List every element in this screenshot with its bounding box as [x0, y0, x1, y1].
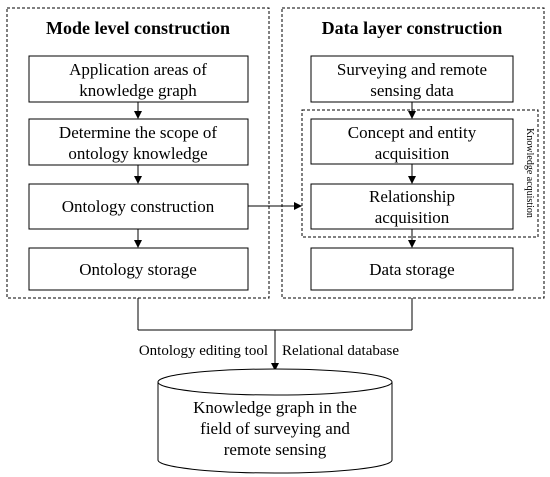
left-box-ontology-construction-line1: Ontology construction [62, 197, 215, 216]
left-box-determine-scope-line2: ontology knowledge [68, 144, 207, 163]
right-box-relationship-line1: Relationship [369, 187, 455, 206]
right-panel-title: Data layer construction [322, 18, 503, 38]
left-box-ontology-storage [28, 247, 249, 291]
storage-line2: field of surveying and [200, 419, 350, 438]
right-box-concept-entity-line2: acquisition [375, 144, 450, 163]
left-box-determine-scope [28, 118, 249, 166]
left-box-application-areas-line1: Application areas of [69, 60, 207, 79]
right-panel-frame [281, 7, 545, 299]
storage-line1: Knowledge graph in the [193, 398, 357, 417]
left-box-application-areas-line2: knowledge graph [79, 81, 197, 100]
right-box-concept-entity-line1: Concept and entity [348, 123, 477, 142]
knowledge-acquisition-group [301, 109, 539, 238]
right-box-surveying-data-line1: Surveying and remote [337, 60, 487, 79]
link-label-ontology-editing-tool: Ontology editing tool [139, 343, 268, 359]
left-box-determine-scope-line1: Determine the scope of [59, 123, 217, 142]
left-box-ontology-storage-line1: Ontology storage [79, 260, 197, 279]
link-label-relational-database: Relational database [282, 343, 399, 359]
left-box-application-areas [28, 55, 249, 103]
storage-cylinder [157, 368, 393, 474]
right-box-data-storage [310, 247, 514, 291]
right-box-data-storage-line1: Data storage [369, 260, 454, 279]
left-panel-title: Mode level construction [46, 18, 230, 38]
right-box-relationship [310, 183, 514, 230]
right-box-relationship-line2: acquisition [375, 208, 450, 227]
knowledge-acquisition-label: Knowledge acquistion [524, 128, 535, 218]
left-box-ontology-construction [28, 183, 249, 230]
right-box-surveying-data-line2: sensing data [370, 81, 454, 100]
storage-line3: remote sensing [224, 440, 327, 459]
